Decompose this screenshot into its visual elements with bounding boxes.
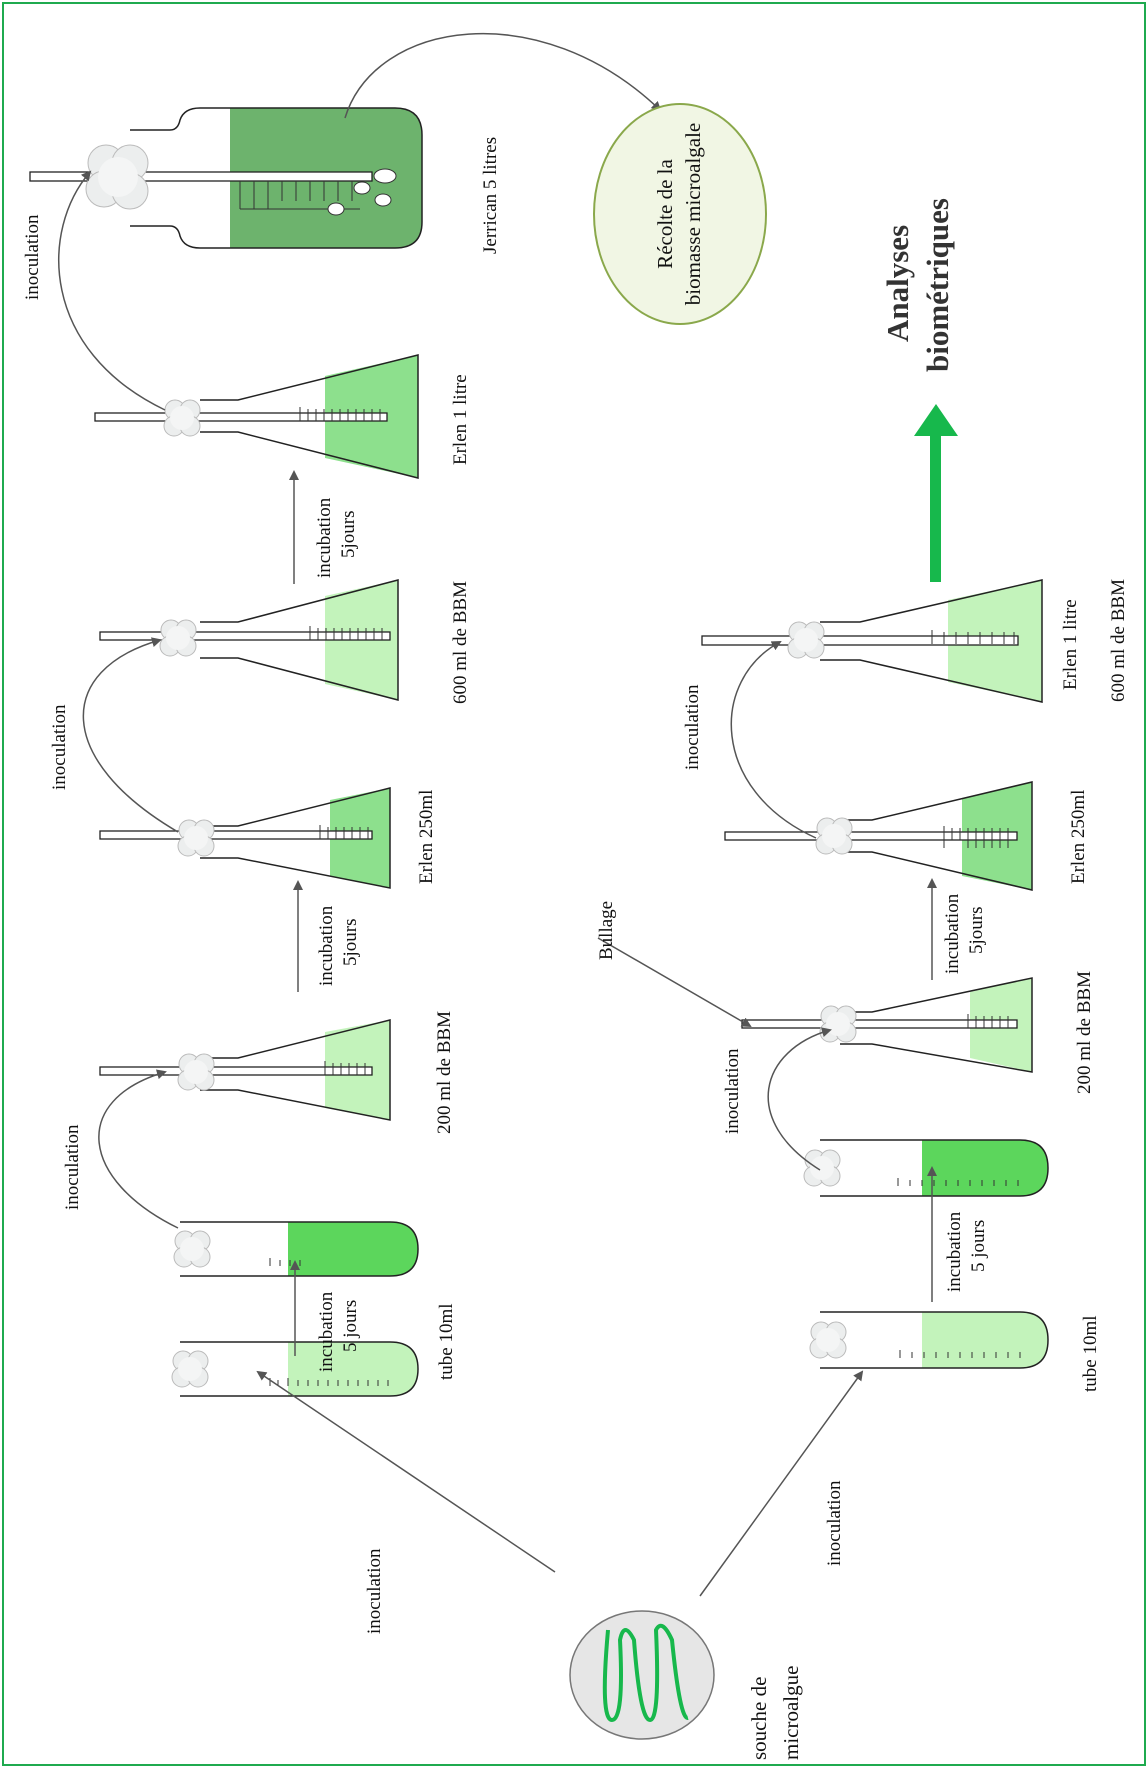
tube-top-2	[173, 1221, 419, 1277]
label-incubation-top-1-b: 5 jours	[340, 1300, 361, 1352]
label-inoculation-bottom-2: inoculation	[722, 1048, 743, 1134]
label-incubation-bottom-1-b: 5 jours	[968, 1220, 989, 1272]
label-analyses-line2: biométriques	[920, 198, 955, 372]
flask-1l-top	[94, 354, 419, 479]
harvest-oval: Récolte de la biomasse microalgale	[593, 103, 767, 325]
label-jerrican: Jerrican 5 litres	[480, 137, 501, 254]
label-strain-line1: souche de	[747, 1677, 771, 1760]
label-inoculation-top-2: inoculation	[62, 1124, 83, 1210]
label-200ml-bbm-top: 200 ml de BBM	[434, 1011, 455, 1134]
label-inoculation-top-3: inoculation	[49, 704, 70, 790]
flask-1l-bottom	[701, 579, 1043, 703]
harvest-label-line1: Récolte de la	[653, 159, 677, 269]
strain-oval	[569, 1610, 715, 1740]
label-200ml-bbm-bottom: 200 ml de BBM	[1074, 971, 1095, 1094]
flask-600ml-top	[99, 579, 399, 701]
bottom-row-arrows	[597, 641, 937, 1597]
label-erlen-250-bottom: Erlen 250ml	[1068, 790, 1089, 884]
jerrican-5l	[29, 107, 423, 249]
label-inoculation-top-4: inoculation	[22, 214, 43, 300]
flask-200ml-top	[99, 1019, 391, 1121]
label-strain-line2: microalgue	[779, 1666, 803, 1760]
label-incubation-top-1-a: incubation	[316, 1291, 337, 1372]
green-arrow	[914, 404, 958, 582]
tube-bottom-2	[803, 1139, 1049, 1197]
label-erlen-250-top: Erlen 250ml	[416, 790, 437, 884]
label-analyses-line1: Analyses	[880, 225, 915, 342]
tube-bottom-1	[809, 1311, 1049, 1369]
label-incubation-top-2-b: 5jours	[340, 919, 361, 967]
label-erlen-1l-bottom: Erlen 1 litre	[1060, 599, 1081, 690]
top-row-arrows	[58, 32, 662, 1573]
flask-250ml-bottom	[724, 781, 1033, 891]
label-bullage: Bullage	[596, 901, 617, 960]
label-tube-10ml-bottom: tube 10ml	[1080, 1315, 1101, 1392]
tube-top-1	[171, 1341, 419, 1397]
label-inoculation-bottom-1: inoculation	[824, 1480, 845, 1566]
harvest-label-line2: biomasse microalgale	[681, 123, 705, 306]
flask-200ml-bottom	[741, 977, 1033, 1073]
label-600ml-bbm-bottom: 600 ml de BBM	[1108, 579, 1129, 702]
label-inoculation-top-1: inoculation	[364, 1548, 385, 1634]
label-erlen-1l-top: Erlen 1 litre	[450, 374, 471, 465]
label-incubation-top-3-a: incubation	[314, 497, 335, 578]
label-tube-10ml-top: tube 10ml	[436, 1303, 457, 1380]
label-inoculation-bottom-3: inoculation	[682, 684, 703, 770]
label-incubation-bottom-2-a: incubation	[942, 893, 963, 974]
label-incubation-top-3-b: 5jours	[338, 511, 359, 559]
label-incubation-bottom-1-a: incubation	[944, 1211, 965, 1292]
label-incubation-top-2-a: incubation	[316, 905, 337, 986]
label-incubation-bottom-2-b: 5jours	[966, 907, 987, 955]
flask-250ml-top	[99, 787, 391, 889]
label-600ml-bbm-top: 600 ml de BBM	[450, 581, 471, 704]
